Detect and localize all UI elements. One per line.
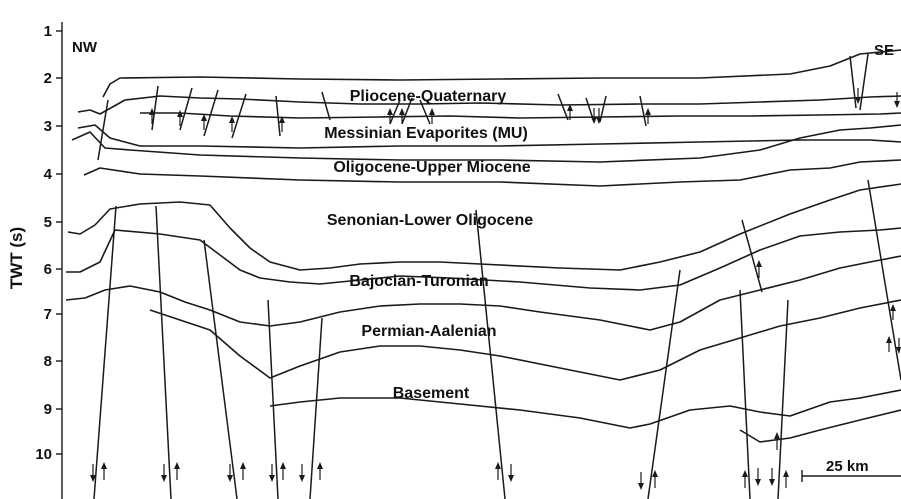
horizon-permian-top xyxy=(66,256,901,330)
horizon-basement-top xyxy=(150,300,901,380)
arrow-down xyxy=(769,468,775,486)
horizons xyxy=(66,50,901,442)
arrow-up xyxy=(886,336,892,352)
unit-label-messinian-evaporites: Messinian Evaporites (MU) xyxy=(324,125,528,142)
unit-label-senonian-lower-oligocene: Senonian-Lower Oligocene xyxy=(327,212,533,229)
arrow-up xyxy=(783,470,789,488)
scale-bar: 25 km xyxy=(802,458,901,482)
unit-label-bajocian-turonian: Bajocian-Turonian xyxy=(349,273,488,290)
unit-label-basement: Basement xyxy=(393,385,470,402)
arrow-up xyxy=(742,470,748,488)
arrow-down xyxy=(299,464,305,482)
y-tick-5: 5 xyxy=(44,214,52,231)
y-tick-2: 2 xyxy=(44,70,52,87)
arrow-up xyxy=(652,470,658,488)
y-tick-9: 9 xyxy=(44,401,52,418)
arrow-up xyxy=(774,432,780,450)
unit-label-oligocene-upper-miocene: Oligocene-Upper Miocene xyxy=(333,159,530,176)
direction-label-nw: NW xyxy=(72,39,98,56)
arrow-down xyxy=(269,464,275,482)
y-tick-1: 1 xyxy=(44,23,52,40)
unit-labels: Pliocene-Quaternary Messinian Evaporites… xyxy=(324,88,533,402)
arrow-up xyxy=(495,462,501,480)
horizon-deep-basement-2 xyxy=(740,410,901,442)
horizon-deep-basement xyxy=(270,390,901,428)
y-axis-ticks xyxy=(56,31,62,454)
horizon-messinian-inner xyxy=(140,113,901,118)
arrow-up xyxy=(101,462,107,480)
y-tick-6: 6 xyxy=(44,261,52,278)
y-tick-3: 3 xyxy=(44,118,52,135)
y-tick-10: 10 xyxy=(35,446,52,463)
arrow-up xyxy=(387,108,393,124)
arrow-down xyxy=(755,468,761,486)
y-axis-tick-labels: 1 2 3 4 5 6 7 8 9 10 xyxy=(35,23,52,463)
arrow-down xyxy=(161,464,167,482)
arrow-down xyxy=(508,464,514,482)
unit-label-pliocene-quaternary: Pliocene-Quaternary xyxy=(350,88,507,105)
faults-shallow xyxy=(98,54,868,160)
arrow-up xyxy=(280,462,286,480)
arrow-down xyxy=(894,92,900,108)
arrow-up xyxy=(240,462,246,480)
scale-bar-label: 25 km xyxy=(826,458,869,475)
y-tick-8: 8 xyxy=(44,353,52,370)
arrow-up xyxy=(174,462,180,480)
arrow-down xyxy=(227,464,233,482)
arrow-down xyxy=(638,472,644,490)
y-axis-label: TWT (s) xyxy=(7,227,26,289)
y-tick-7: 7 xyxy=(44,306,52,323)
arrow-up xyxy=(317,462,323,480)
displacement-arrows xyxy=(90,88,901,490)
unit-label-permian-aalenian: Permian-Aalenian xyxy=(361,323,496,340)
y-tick-4: 4 xyxy=(44,166,53,183)
